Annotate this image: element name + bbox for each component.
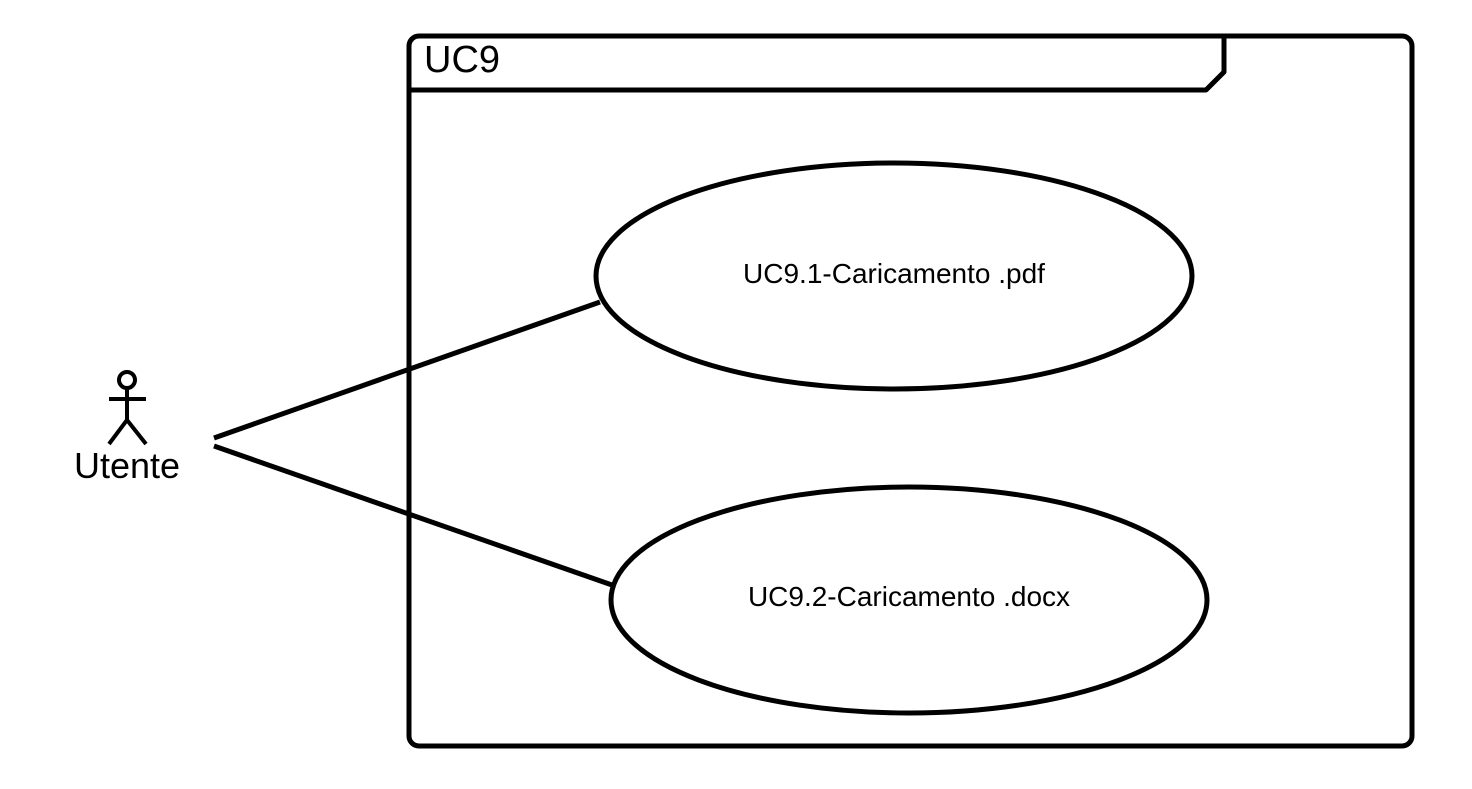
use-case-uc9-2[interactable]: UC9.2-Caricamento .docx: [608, 484, 1210, 716]
use-case-label: UC9.1-Caricamento .pdf: [743, 258, 1045, 289]
use-case-label: UC9.2-Caricamento .docx: [748, 581, 1070, 612]
use-case-uc9-1[interactable]: UC9.1-Caricamento .pdf: [593, 160, 1195, 392]
association-line-uc9-1: [213, 299, 601, 441]
associations: [213, 299, 613, 588]
use-case-ellipse: [608, 484, 1210, 716]
stick-figure-icon: [107, 370, 148, 446]
actor-name: Utente: [74, 445, 180, 486]
system-frame-tab: [409, 36, 1227, 93]
actor-utente[interactable]: Utente: [74, 370, 180, 486]
system-name: UC9: [424, 39, 500, 81]
use-case-ellipse: [593, 160, 1195, 392]
system-frame: [406, 33, 1415, 749]
association-line-uc9-2: [213, 443, 613, 588]
system-boundary: UC9: [406, 33, 1415, 749]
